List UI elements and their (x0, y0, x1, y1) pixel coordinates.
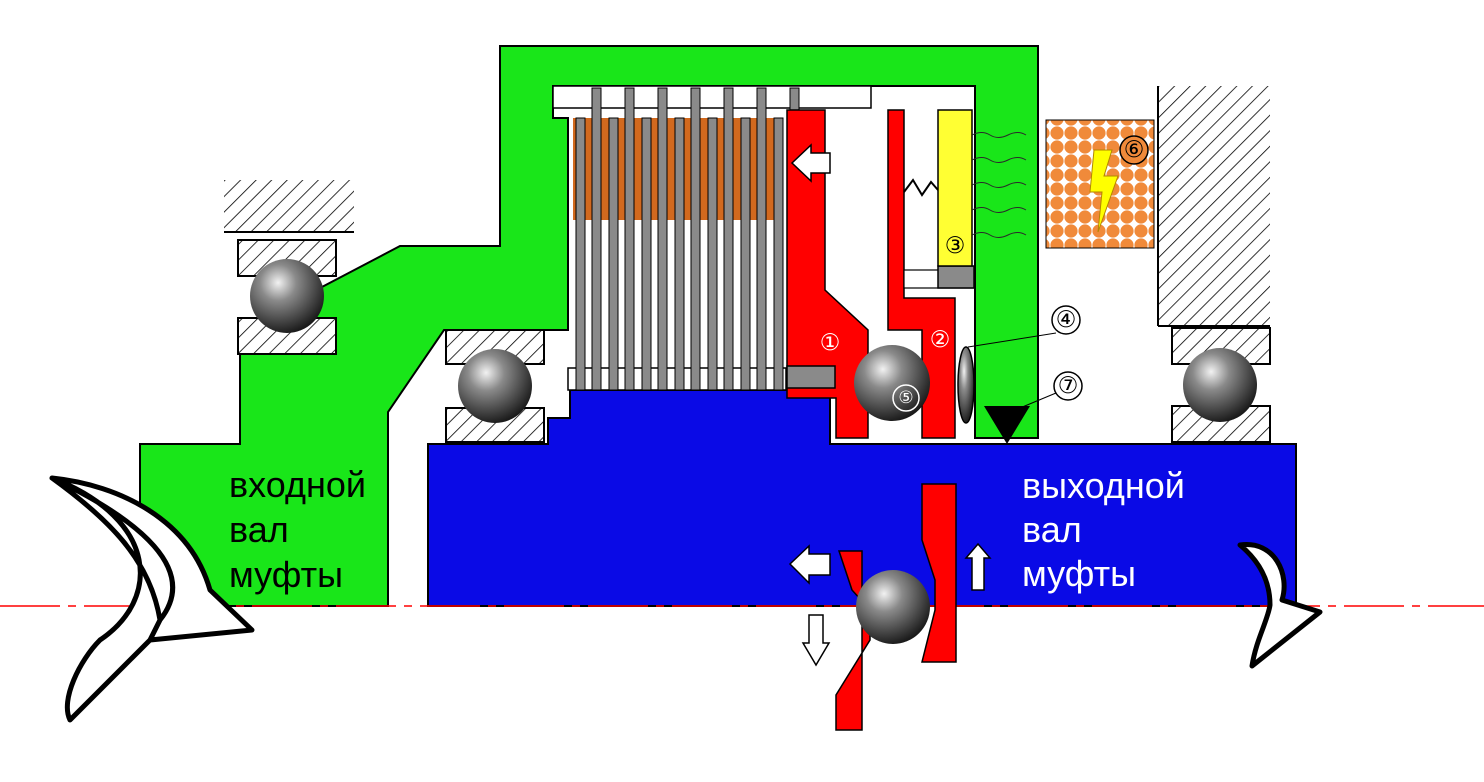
housing-left (224, 180, 354, 233)
bearing-center (445, 329, 545, 443)
svg-text:⑤: ⑤ (898, 388, 913, 408)
svg-text:муфты: муфты (1022, 553, 1136, 594)
pressure-plate-2: ② (887, 109, 975, 439)
inner-disc (575, 117, 586, 391)
svg-text:вал: вал (229, 509, 289, 550)
inner-disc (608, 117, 619, 391)
inner-disc (773, 117, 784, 391)
ball-5: ⑤ (854, 345, 930, 421)
disc-pack (567, 87, 800, 391)
bearing-right (1171, 327, 1271, 443)
marker-2: ② (930, 327, 951, 353)
marker-6: ⑥ (1119, 135, 1149, 165)
output-shaft-label: выходной вал муфты (1022, 465, 1185, 594)
outer-disc (723, 87, 734, 391)
pressure-plate-1: ① (786, 109, 869, 439)
bearing-left (237, 239, 337, 355)
outer-disc (756, 87, 767, 391)
lightning-bolt-icon (1089, 149, 1119, 233)
svg-text:вал: вал (1022, 509, 1082, 550)
inner-disc (674, 117, 685, 391)
block-arrow-down-icon (801, 614, 831, 667)
svg-text:муфты: муфты (229, 554, 343, 595)
inner-disc (707, 117, 718, 391)
outer-disc (657, 87, 668, 391)
magnet-coil: ⑥ (1045, 119, 1155, 249)
marker-7: ⑦ (984, 371, 1083, 444)
block-arrow-left-icon (790, 143, 831, 183)
outer-disc (624, 87, 635, 391)
spring (903, 178, 939, 197)
svg-text:⑥: ⑥ (1124, 137, 1145, 163)
marker-3: ③ (945, 233, 966, 259)
seal-4: ④ (957, 305, 1081, 424)
armature-coil: ③ (937, 109, 973, 267)
block-arrow-left-icon (788, 544, 831, 585)
svg-text:входной: входной (229, 464, 366, 505)
svg-text:④: ④ (1056, 307, 1077, 333)
input-shaft-label: входной вал муфты (229, 464, 366, 595)
curved-arrow-icon-input (49, 475, 255, 723)
housing-right (1157, 86, 1270, 327)
ramp-mechanism (788, 483, 992, 731)
marker-1: ① (820, 330, 841, 356)
curved-arrow-icon-output (1237, 542, 1323, 669)
outer-disc (690, 87, 701, 391)
outer-disc (591, 87, 602, 391)
inner-disc (740, 117, 751, 391)
block-arrow-up-icon (964, 542, 992, 591)
svg-text:выходной: выходной (1022, 465, 1185, 506)
inner-disc (641, 117, 652, 391)
field-lines (971, 132, 1027, 238)
svg-text:⑦: ⑦ (1058, 373, 1079, 399)
